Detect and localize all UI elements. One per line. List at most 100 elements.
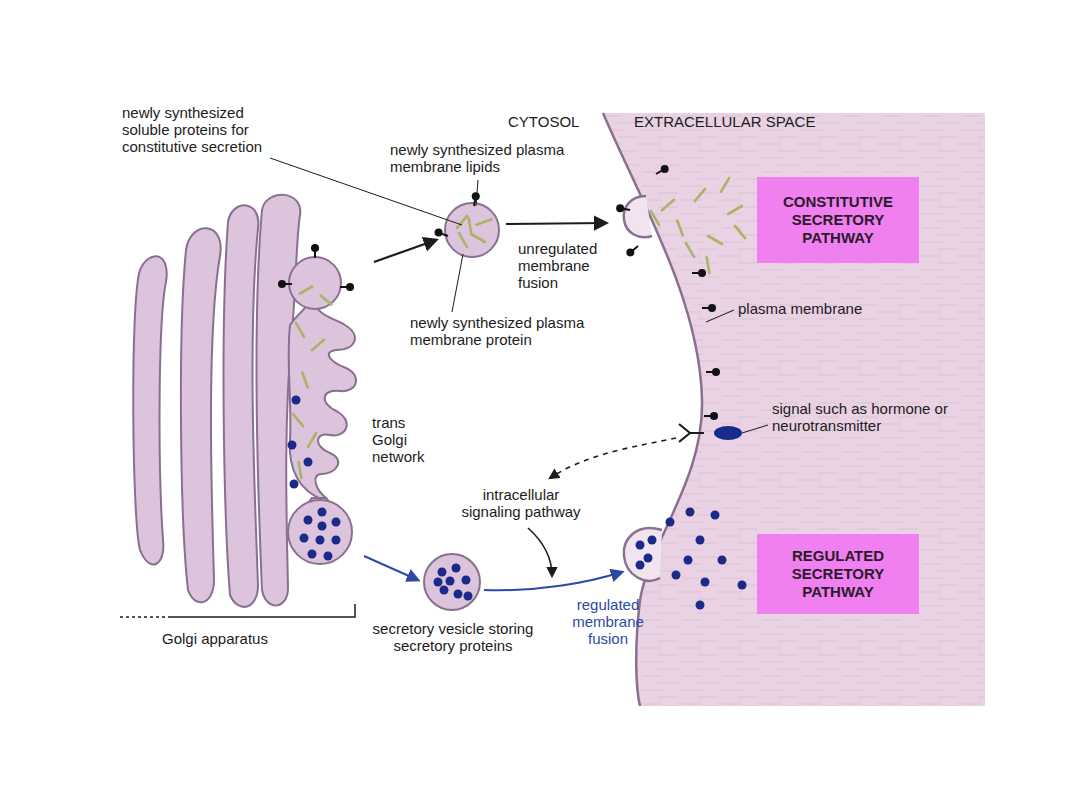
secretory-protein [438,568,447,577]
soluble-protein [721,178,729,192]
secretory-protein [684,556,693,565]
constitutive-vesicle [445,203,499,257]
secretory-protein [648,536,657,545]
transport-arrow [364,556,418,580]
secretory-protein [300,534,309,543]
secretory-protein [304,458,313,467]
pathway-title: CONSTITUTIVE SECRETORY PATHWAY [769,193,907,247]
soluble-protein [476,219,491,224]
soluble-protein [686,243,694,257]
secretory-protein [452,564,461,573]
membrane-protein [616,204,630,212]
signaling-arrow [528,528,552,576]
transport-arrow [374,240,436,262]
secretory-protein [318,508,327,517]
soluble-protein [469,218,472,234]
secretory-protein [292,396,301,405]
secretory-protein [711,511,720,520]
secretory-protein [290,480,299,489]
fusion-label: regulated membrane fusion [560,596,656,647]
trans-golgi-network [288,257,356,564]
secretory-protein [686,508,695,517]
membrane-protein [706,368,720,376]
soluble-protein [728,206,742,214]
signal-molecule [714,426,742,440]
part-label: Golgi apparatus [162,630,312,647]
secretory-protein [288,441,297,450]
soluble-protein [651,211,659,225]
secretory-protein [454,590,463,599]
soluble-protein [300,287,312,294]
soluble-protein [695,189,705,201]
membrane-protein [704,412,718,420]
membrane-protein [340,283,354,291]
secretory-protein [332,536,341,545]
secretory-protein [738,581,747,590]
extracellular-space [603,113,985,706]
secretory-protein [636,541,645,550]
secretory-vesicle [424,554,480,610]
secretory-protein [446,577,455,586]
membrane-protein [656,165,669,174]
signaling-arrow [550,438,676,478]
secretory-protein [644,554,653,563]
membrane-protein [278,280,292,288]
pathway-box: CONSTITUTIVE SECRETORY PATHWAY [757,177,919,263]
soluble-protein [299,462,302,478]
soluble-protein [735,226,745,238]
leader-line [706,310,734,322]
soluble-protein [677,220,682,235]
region-label: EXTRACELLULAR SPACE [634,113,864,130]
fusing-secretory-vesicle [624,528,662,581]
protein-label: newly synthesized plasma membrane protei… [410,314,625,348]
soluble-protein [662,200,674,210]
soluble-protein [707,257,710,273]
golgi-cisternae [133,195,300,607]
bracket [170,604,355,617]
network-label: trans Golgi network [372,414,444,465]
secretory-protein [324,552,333,561]
soluble-protein [312,340,324,350]
lipid-label: newly synthesized plasma membrane lipids [390,141,570,175]
secretory-protein [718,556,727,565]
membrane-protein [702,304,716,312]
secretory-protein [462,576,471,585]
bracket [120,616,170,618]
leader-line [742,425,768,433]
leader-line [452,254,463,312]
secretory-protein [672,571,681,580]
pathway-box: REGULATED SECRETORY PATHWAY [757,534,919,614]
fusion-label: unregulated membrane fusion [518,240,614,291]
secretory-protein [696,601,705,610]
leader-line [476,180,478,206]
secretory-protein [318,522,327,531]
soluble-protein [708,236,722,244]
soluble-protein [296,323,304,337]
secretory-protein [316,536,325,545]
secretory-protein [308,550,317,559]
soluble-protein [293,414,303,426]
secretory-protein [440,586,449,595]
soluble-protein [471,234,485,242]
membrane-label: plasma membrane [738,300,908,317]
secretory-protein [701,578,710,587]
membrane-protein [692,269,706,277]
pathway-label: intracellular signaling pathway [455,486,587,520]
secretory-protein [332,518,341,527]
region-label: CYTOSOL [508,113,598,130]
soluble-protein [459,233,467,247]
cargo [278,165,747,610]
receptor [679,424,704,442]
vesicle-label: secretory vesicle storing secretory prot… [372,620,534,654]
membrane-protein [435,229,448,237]
secretory-protein [636,561,645,570]
fusing-vesicle [624,196,652,237]
signal-label: signal such as hormone or neurotransmitt… [772,400,977,434]
secretory-protein [434,578,443,587]
pathway-title: REGULATED SECRETORY PATHWAY [769,547,907,601]
secretory-protein [696,536,705,545]
soluble-protein [302,372,307,387]
membrane-protein [311,244,319,258]
transport-arrow [506,223,606,224]
